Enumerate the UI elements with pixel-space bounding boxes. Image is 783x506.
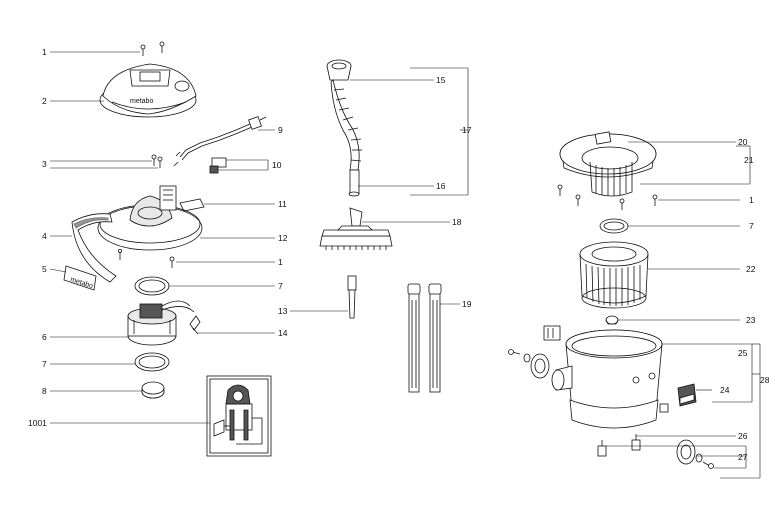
callout-7-mid: 7 bbox=[278, 281, 283, 291]
float-part-23 bbox=[605, 315, 619, 325]
wiring-diagram-part-1001 bbox=[206, 375, 272, 457]
side-wheel-left bbox=[508, 349, 550, 379]
callout-4: 4 bbox=[42, 231, 47, 241]
callout-7-right: 7 bbox=[749, 221, 754, 231]
callout-28: 28 bbox=[760, 375, 770, 385]
power-cable-part-9 bbox=[173, 116, 267, 167]
right-leader-lines bbox=[606, 141, 761, 479]
callout-11: 11 bbox=[278, 199, 287, 209]
callout-7-left: 7 bbox=[42, 359, 47, 369]
screw-part-1-top bbox=[140, 41, 165, 56]
callout-1-right: 1 bbox=[749, 195, 754, 205]
clamp-part-24 bbox=[677, 383, 697, 407]
callout-1-mid: 1 bbox=[278, 257, 283, 267]
callout-24: 24 bbox=[720, 385, 730, 395]
callout-2: 2 bbox=[42, 96, 47, 106]
callout-9: 9 bbox=[278, 125, 283, 135]
callout-20: 20 bbox=[738, 137, 748, 147]
motor-housing-part-12 bbox=[97, 185, 203, 251]
callout-17: 17 bbox=[462, 125, 472, 135]
middle-leader-lines bbox=[290, 67, 469, 312]
brand-plate-part-5: metabo bbox=[63, 265, 97, 291]
callout-8: 8 bbox=[42, 386, 47, 396]
floor-nozzle-part-18 bbox=[319, 207, 393, 250]
screws-part-1-right bbox=[557, 184, 658, 210]
bumper-strip-part-4 bbox=[71, 213, 117, 283]
top-cover-part-2: metabo bbox=[99, 63, 197, 118]
screws-part-3 bbox=[151, 154, 163, 168]
callout-21: 21 bbox=[744, 155, 754, 165]
clamp-left bbox=[543, 325, 561, 341]
hose-part-15 bbox=[326, 59, 362, 171]
callout-12: 12 bbox=[278, 233, 288, 243]
callout-1-top: 1 bbox=[42, 47, 47, 57]
callout-18: 18 bbox=[452, 217, 462, 227]
filter-basket-part-20 bbox=[559, 131, 657, 197]
callout-26: 26 bbox=[738, 431, 748, 441]
callout-14: 14 bbox=[278, 328, 288, 338]
castor-foot-part-26 bbox=[597, 434, 641, 457]
callout-25: 25 bbox=[738, 348, 748, 358]
switch-part-10 bbox=[209, 157, 227, 174]
cover-brand-text: metabo bbox=[130, 98, 153, 105]
carbon-brush-part-14 bbox=[189, 315, 201, 335]
seal-ring-part-7-right bbox=[599, 218, 629, 234]
callout-10: 10 bbox=[272, 160, 282, 170]
callout-13: 13 bbox=[278, 306, 288, 316]
left-leader-lines bbox=[49, 51, 275, 424]
cap-part-8 bbox=[141, 381, 165, 399]
container-tank-part-25 bbox=[551, 329, 669, 429]
seal-ring-part-7-upper bbox=[134, 276, 170, 296]
seal-ring-part-7-lower bbox=[134, 352, 170, 372]
callout-16: 16 bbox=[436, 181, 446, 191]
wheel-part-27 bbox=[676, 439, 714, 469]
callout-27: 27 bbox=[738, 452, 748, 462]
callout-6: 6 bbox=[42, 332, 47, 342]
hose-end-part-16 bbox=[348, 169, 360, 197]
crevice-nozzle-part-13 bbox=[347, 275, 357, 319]
motor-part-6 bbox=[127, 300, 195, 346]
callout-5: 5 bbox=[42, 264, 47, 274]
callout-23: 23 bbox=[746, 315, 756, 325]
suction-tubes-part-19 bbox=[407, 283, 442, 393]
callout-22: 22 bbox=[746, 264, 756, 274]
filter-plate-part-11 bbox=[179, 198, 205, 212]
screw-left-small bbox=[118, 248, 123, 260]
cartridge-filter-part-22 bbox=[579, 241, 649, 309]
screw-part-1-mid bbox=[169, 256, 175, 268]
callout-1001: 1001 bbox=[28, 418, 47, 428]
callout-15: 15 bbox=[436, 75, 446, 85]
callout-3: 3 bbox=[42, 159, 47, 169]
callout-19: 19 bbox=[462, 299, 472, 309]
